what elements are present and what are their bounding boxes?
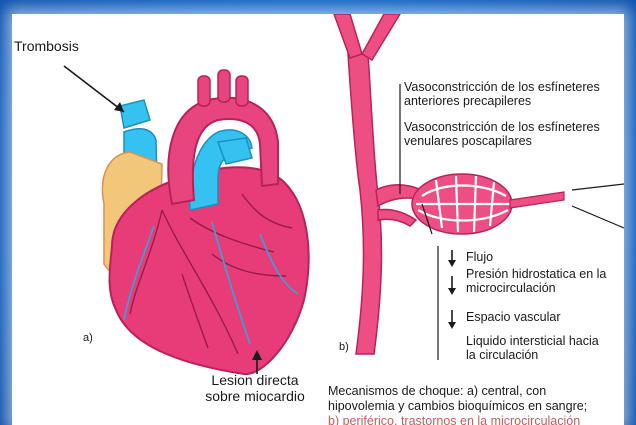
postcapillary-label: Vasoconstricción de los esfíneteres venu… <box>404 120 624 148</box>
liquido-label: Liquido intersticial hacia la circulació… <box>466 334 624 362</box>
presion-label: Presión hidrostatica en la microcirculac… <box>466 267 624 295</box>
aorta-branch <box>198 76 210 106</box>
espacio-arrowhead <box>448 322 456 329</box>
main-vessel <box>348 54 381 354</box>
outflow-vessel <box>510 192 564 208</box>
lesion-label: Lesion directa sobre miocardio <box>190 372 320 404</box>
presion-label-line2: microcirculación <box>466 281 624 295</box>
presion-arrowhead <box>448 288 456 295</box>
microcirculation-illustration <box>334 14 624 360</box>
vessel-fork-left <box>334 14 362 58</box>
trombosis-label: Trombosis <box>14 39 79 54</box>
liquido-label-line2: la circulación <box>466 348 624 362</box>
aorta-branch <box>236 76 248 106</box>
lesion-label-line1: Lesion directa <box>190 372 320 388</box>
panel-a-label: a) <box>83 331 93 346</box>
postcapillary-label-line1: Vasoconstricción de los esfíneteres <box>404 120 624 134</box>
precapillary-label-line2: anteriores precapileres <box>404 94 624 108</box>
precapillary-label-line1: Vasoconstricción de los esfíneteres <box>404 80 624 94</box>
illustration <box>12 14 624 425</box>
caption-line1: Mecanismos de choque: a) central, con <box>328 384 624 399</box>
heart-illustration <box>64 66 309 374</box>
postcapillary-label-line2: venulares poscapilares <box>404 134 624 148</box>
trombosis-arrow <box>64 66 124 112</box>
caption-line2: hipovolemia y cambios bioquímicos en san… <box>328 399 624 414</box>
venule-branch <box>378 209 416 226</box>
flujo-label: Flujo <box>466 250 493 265</box>
espacio-label: Espacio vascular <box>466 310 561 325</box>
presion-label-line1: Presión hidrostatica en la <box>466 267 624 281</box>
panel-b-label: b) <box>339 340 349 355</box>
lesion-label-line2: sobre miocardio <box>190 388 320 404</box>
liquido-label-line1: Liquido intersticial hacia <box>466 334 624 348</box>
precapillary-label: Vasoconstricción de los esfíneteres ante… <box>404 80 624 108</box>
flujo-arrowhead <box>448 260 456 267</box>
vessel-fork-right <box>362 14 400 60</box>
figure-caption: Mecanismos de choque: a) central, con hi… <box>328 384 624 425</box>
diagram-card: Trombosis a) b) Lesion directa sobre mio… <box>12 14 624 425</box>
caption-line3: b) periférico, trastornos en la microcir… <box>328 414 624 425</box>
aorta-branch <box>218 70 230 102</box>
